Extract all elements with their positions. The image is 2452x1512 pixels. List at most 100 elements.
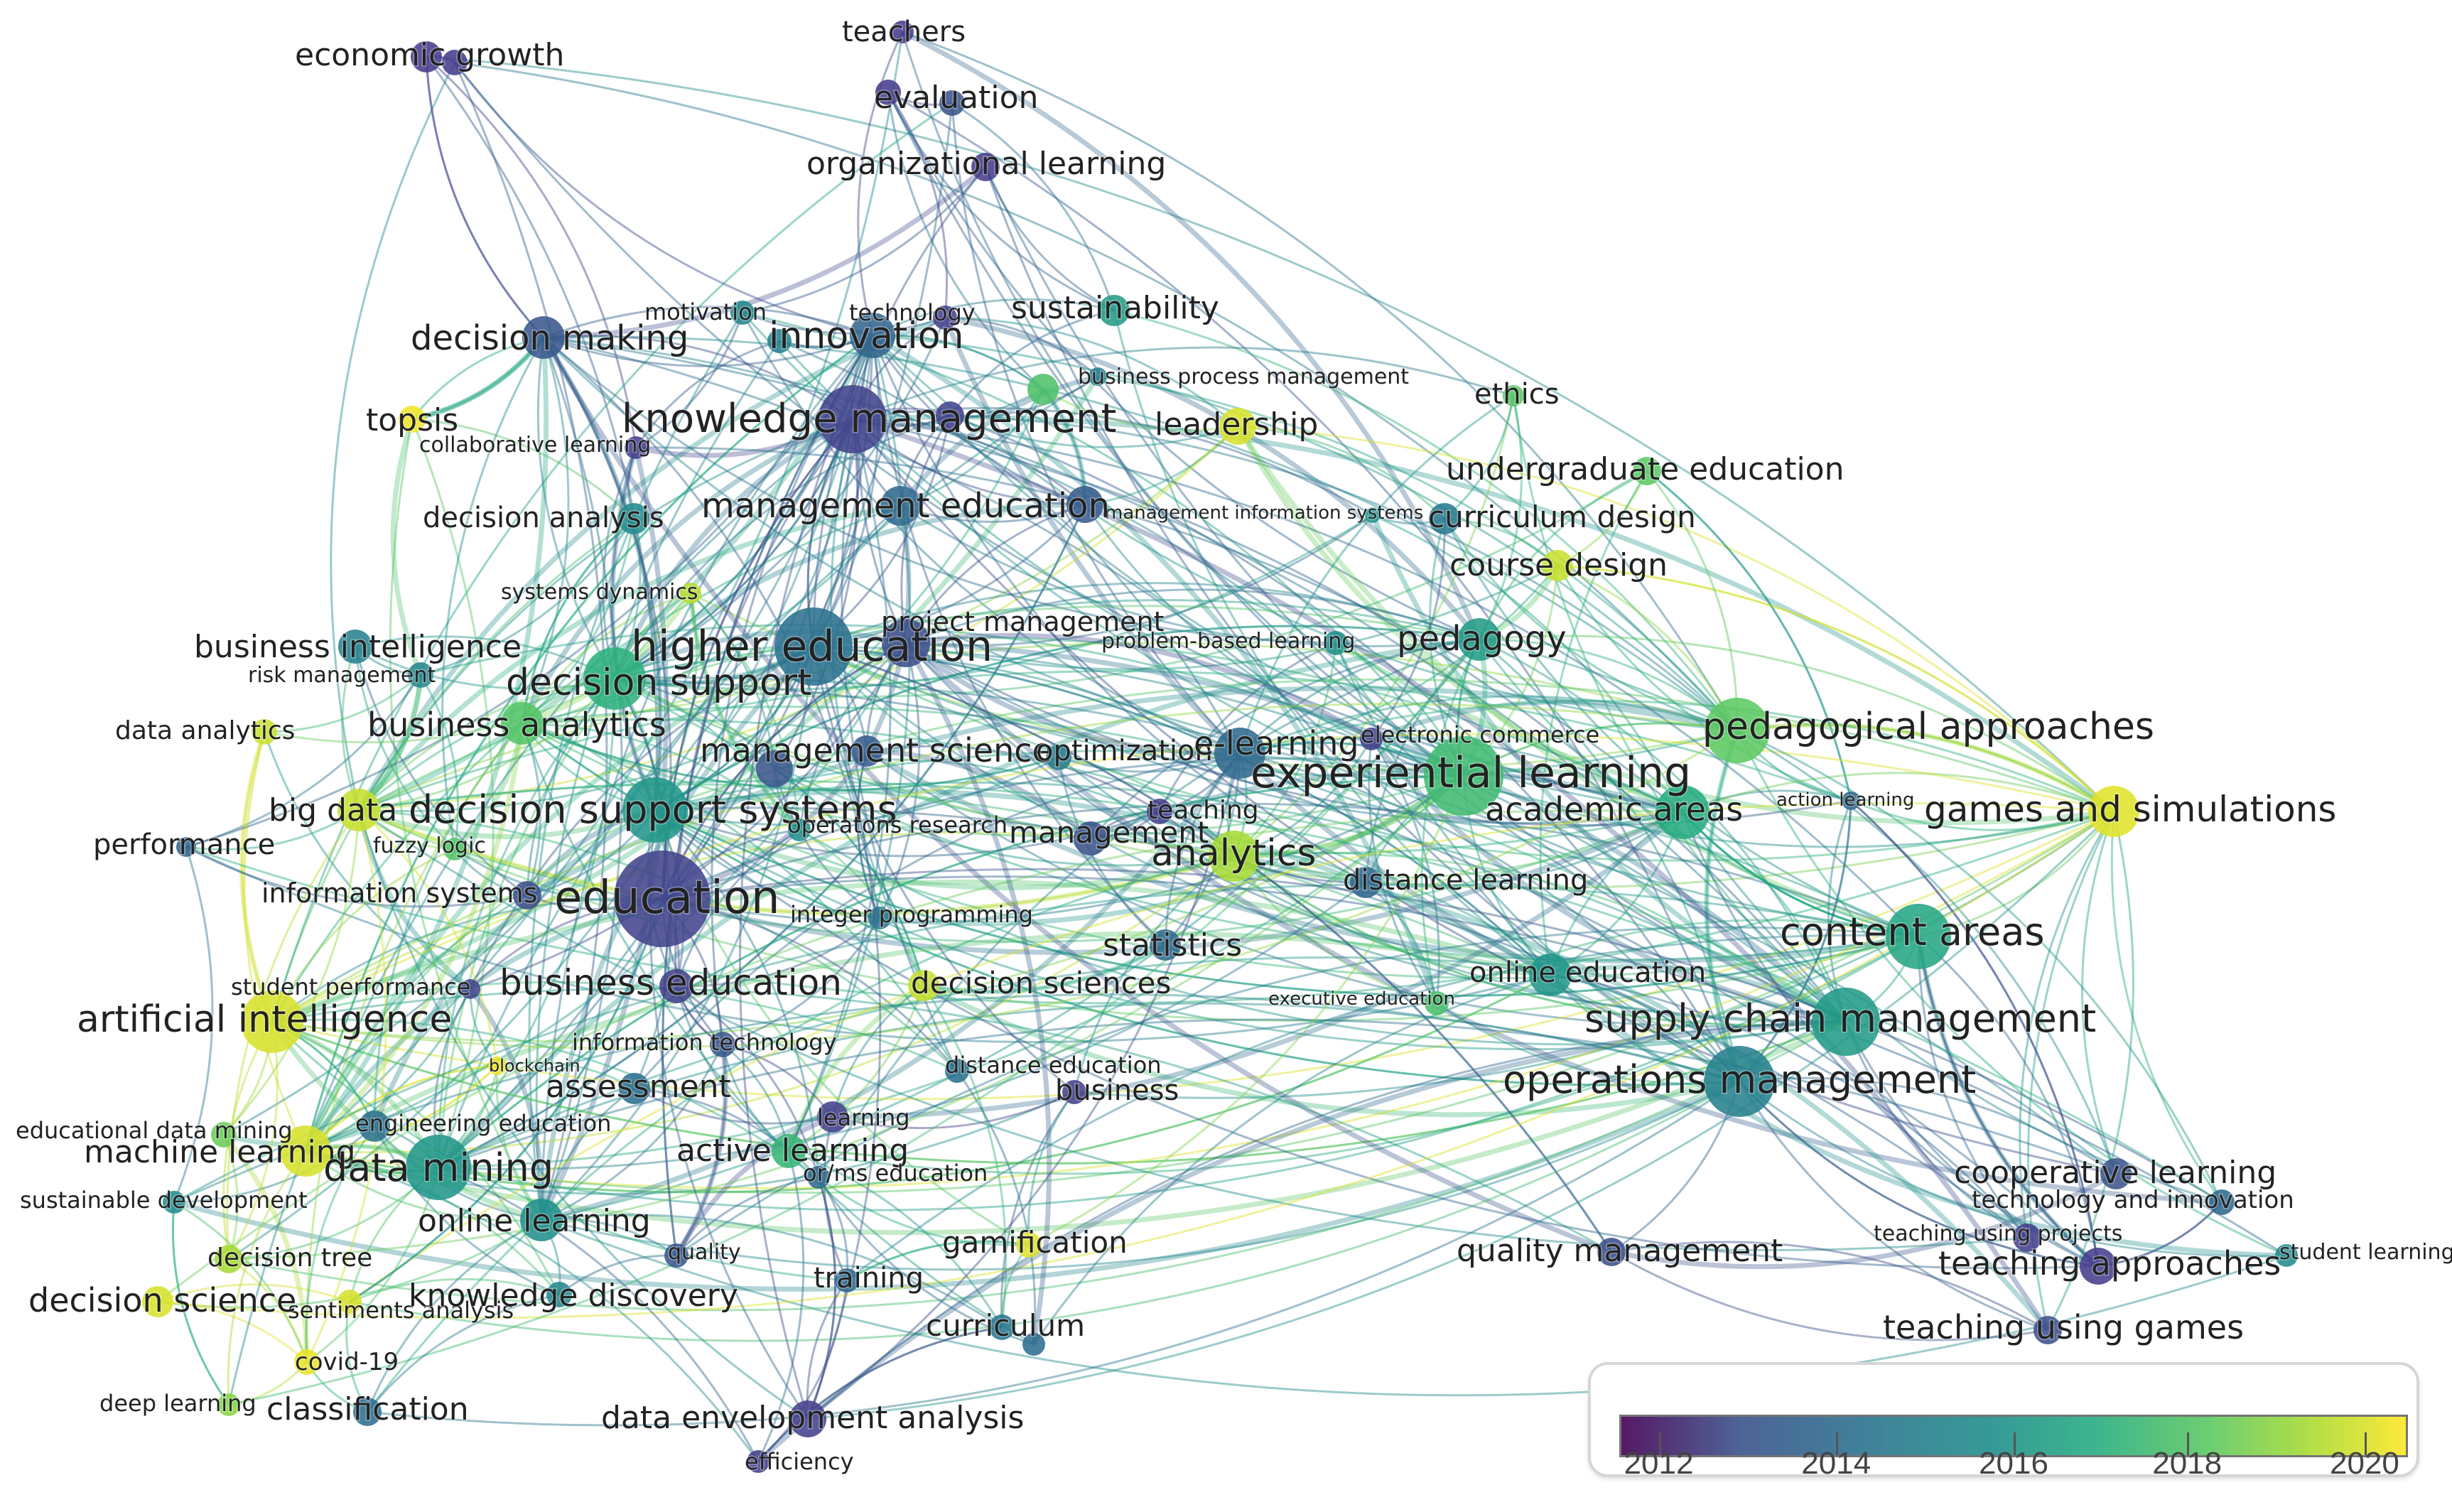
keyword-label[interactable]: learning <box>816 1103 912 1133</box>
keyword-node[interactable] <box>513 881 541 909</box>
keyword-label[interactable]: operatons research <box>787 811 1009 840</box>
keyword-node[interactable] <box>835 1268 859 1292</box>
keyword-node[interactable] <box>359 1111 390 1142</box>
keyword-label[interactable]: collaborative learning <box>418 432 652 459</box>
keyword-node[interactable] <box>756 750 793 787</box>
keyword-node[interactable] <box>411 41 442 72</box>
keyword-label[interactable]: data mining <box>323 1145 555 1192</box>
keyword-label[interactable]: risk management <box>247 662 437 689</box>
keyword-node[interactable] <box>1046 745 1071 770</box>
keyword-node[interactable] <box>789 1400 826 1437</box>
keyword-node[interactable] <box>252 719 277 745</box>
keyword-label[interactable]: economic growth <box>294 36 566 75</box>
keyword-label[interactable]: quality <box>667 1239 742 1266</box>
keyword-node[interactable] <box>2034 1316 2062 1344</box>
keyword-label[interactable]: leadership <box>1154 406 1319 444</box>
keyword-node[interactable] <box>501 702 544 745</box>
keyword-label[interactable]: business analytics <box>367 705 668 745</box>
keyword-label[interactable]: decision analysis <box>422 501 666 536</box>
keyword-label[interactable]: organizational learning <box>806 145 1167 183</box>
keyword-label[interactable]: artificial intelligence <box>76 998 453 1042</box>
keyword-node[interactable] <box>659 969 693 1003</box>
keyword-label[interactable]: gamification <box>941 1224 1129 1261</box>
keyword-label[interactable]: problem-based learning <box>1101 628 1356 655</box>
keyword-label[interactable]: engineering education <box>355 1109 612 1138</box>
keyword-label[interactable]: management information systems <box>1104 502 1425 525</box>
keyword-node[interactable] <box>891 21 914 43</box>
keyword-node[interactable] <box>522 316 565 359</box>
keyword-node[interactable] <box>1842 792 1860 810</box>
keyword-label[interactable]: teachers <box>841 15 967 50</box>
keyword-node[interactable] <box>442 50 468 75</box>
keyword-label[interactable]: management <box>1008 814 1210 851</box>
keyword-node[interactable] <box>819 385 887 453</box>
keyword-node[interactable] <box>817 1101 848 1133</box>
keyword-node[interactable] <box>1529 954 1572 996</box>
keyword-label[interactable]: optimization <box>1035 734 1214 769</box>
keyword-label[interactable]: data analytics <box>114 716 296 747</box>
keyword-node[interactable] <box>1016 1232 1042 1258</box>
keyword-label[interactable]: teaching using games <box>1882 1307 2245 1348</box>
keyword-label[interactable]: sustainability <box>1010 289 1221 328</box>
keyword-node[interactable] <box>488 1057 507 1075</box>
keyword-label[interactable]: online education <box>1469 956 1707 990</box>
keyword-node[interactable] <box>583 647 646 710</box>
keyword-node[interactable] <box>1812 988 1880 1056</box>
keyword-node[interactable] <box>2080 1248 2117 1285</box>
keyword-label[interactable]: operations management <box>1502 1057 1977 1103</box>
keyword-node[interactable] <box>142 1286 173 1317</box>
keyword-node[interactable] <box>163 1191 185 1214</box>
keyword-node[interactable] <box>1542 550 1573 581</box>
keyword-node[interactable] <box>1705 698 1770 763</box>
keyword-label[interactable]: student learning <box>2279 1239 2452 1266</box>
keyword-label[interactable]: innovation <box>768 314 965 359</box>
keyword-node[interactable] <box>1633 457 1661 485</box>
keyword-label[interactable]: covid-19 <box>294 1347 400 1378</box>
keyword-node[interactable] <box>1062 1080 1086 1104</box>
keyword-label[interactable]: statistics <box>1102 927 1243 965</box>
keyword-node[interactable] <box>241 990 303 1053</box>
keyword-label[interactable]: educational data mining <box>15 1116 294 1145</box>
keyword-label[interactable]: management science <box>699 730 1054 771</box>
keyword-node[interactable] <box>1074 821 1108 855</box>
keyword-label[interactable]: technology <box>848 298 977 328</box>
keyword-label[interactable]: business process management <box>1077 364 1410 391</box>
keyword-node[interactable] <box>337 1290 362 1314</box>
keyword-label[interactable]: training <box>813 1261 925 1296</box>
keyword-node[interactable] <box>618 503 649 534</box>
keyword-node[interactable] <box>1022 1333 1045 1356</box>
keyword-label[interactable]: decision support systems <box>408 787 899 833</box>
keyword-label[interactable]: games and simulations <box>1923 788 2338 831</box>
keyword-label[interactable]: business intelligence <box>193 628 523 666</box>
keyword-node[interactable] <box>2209 1189 2235 1215</box>
keyword-label[interactable]: quality management <box>1456 1232 1784 1270</box>
keyword-label[interactable]: performance <box>92 828 276 863</box>
keyword-label[interactable]: e-learning <box>1193 723 1361 764</box>
keyword-node[interactable] <box>850 313 895 358</box>
keyword-label[interactable]: pedagogical approaches <box>1702 705 2156 750</box>
keyword-node[interactable] <box>868 907 891 929</box>
keyword-node[interactable] <box>680 583 701 604</box>
keyword-label[interactable]: decision science <box>28 1280 298 1321</box>
keyword-label[interactable]: decision making <box>410 318 690 360</box>
keyword-node[interactable] <box>1219 408 1256 445</box>
keyword-node[interactable] <box>664 1243 688 1268</box>
keyword-node[interactable] <box>1458 618 1501 661</box>
keyword-node[interactable] <box>2088 786 2139 837</box>
keyword-label[interactable]: ethics <box>1474 377 1561 412</box>
keyword-node[interactable] <box>1089 367 1107 386</box>
keyword-label[interactable]: technology and innovation <box>1971 1185 2296 1216</box>
keyword-label[interactable]: management education <box>701 485 1111 527</box>
keyword-node[interactable] <box>767 329 792 353</box>
keyword-node[interactable] <box>772 1134 806 1168</box>
keyword-node[interactable] <box>936 401 964 430</box>
keyword-node[interactable] <box>546 1282 572 1307</box>
keyword-node[interactable] <box>747 1450 769 1473</box>
keyword-label[interactable]: electronic commerce <box>1360 720 1601 750</box>
keyword-label[interactable]: decision tree <box>207 1243 374 1274</box>
keyword-label[interactable]: experiential learning <box>1250 747 1692 799</box>
keyword-node[interactable] <box>460 979 480 999</box>
keyword-node[interactable] <box>1027 374 1059 405</box>
keyword-label[interactable]: decision support <box>505 661 814 706</box>
